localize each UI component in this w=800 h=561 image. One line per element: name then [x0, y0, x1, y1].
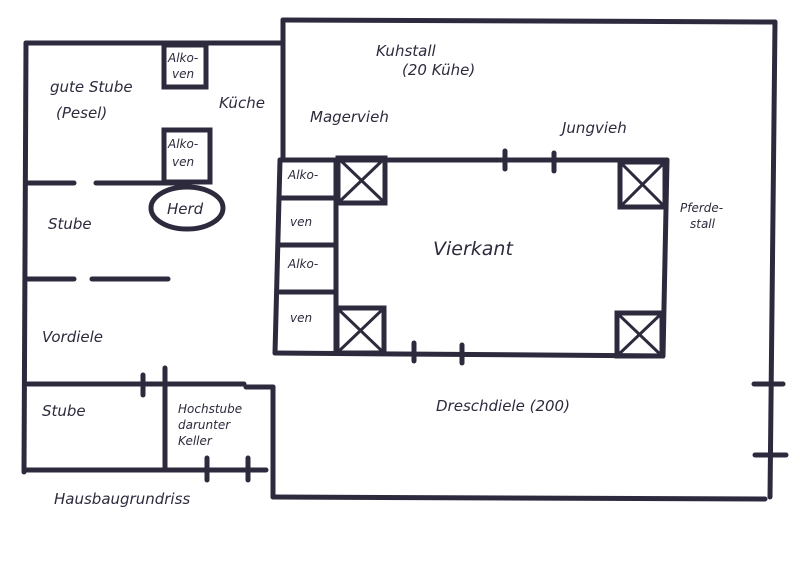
label-stube-bottom: Stube	[42, 402, 86, 420]
post-bottom-left	[334, 305, 387, 356]
herd-stove	[148, 184, 226, 232]
label-jungvieh: Jungvieh	[559, 119, 627, 137]
label-vierkant: Vierkant	[433, 238, 514, 260]
barn-walls	[270, 17, 789, 502]
post-top-right	[617, 159, 668, 210]
label-keller: Keller	[178, 434, 213, 448]
label-dreschdiele: Dreschdiele (200)	[436, 397, 570, 415]
label-20-kuehe: (20 Kühe)	[402, 61, 475, 79]
alkoven-box-top	[161, 42, 209, 90]
label-gute-stube: gute Stube	[50, 78, 133, 96]
label-alkoven-right-2b: ven	[290, 311, 312, 325]
post-top-left	[335, 155, 388, 206]
label-stube-mid: Stube	[48, 215, 92, 233]
label-hausgrundriss: Hausbaugrundriss	[54, 490, 190, 508]
post-bottom-right	[614, 310, 665, 359]
label-vordiele: Vordiele	[42, 328, 103, 346]
label-hochstube: Hochstube	[178, 402, 242, 416]
label-pesel: (Pesel)	[56, 104, 107, 122]
alkoven-box-mid	[161, 127, 213, 185]
label-magervieh: Magervieh	[310, 108, 389, 126]
label-alkoven-mid-1: Alko-	[167, 137, 198, 151]
label-kuhstall: Kuhstall	[376, 42, 437, 60]
label-kueche: Küche	[219, 94, 265, 112]
label-pferde: Pferde-	[680, 201, 723, 215]
label-alkoven-mid-2: ven	[172, 155, 194, 169]
house-walls	[21, 40, 286, 500]
label-darunter: darunter	[178, 418, 231, 432]
label-alkoven-right-1b: ven	[290, 215, 312, 229]
label-alkoven-top-1: Alko-	[167, 51, 198, 65]
label-alkoven-right-2a: Alko-	[287, 257, 318, 271]
label-herd: Herd	[167, 200, 204, 218]
label-stall: stall	[690, 217, 716, 231]
label-alkoven-right-1a: Alko-	[287, 168, 318, 182]
label-alkoven-top-2: ven	[172, 67, 194, 81]
